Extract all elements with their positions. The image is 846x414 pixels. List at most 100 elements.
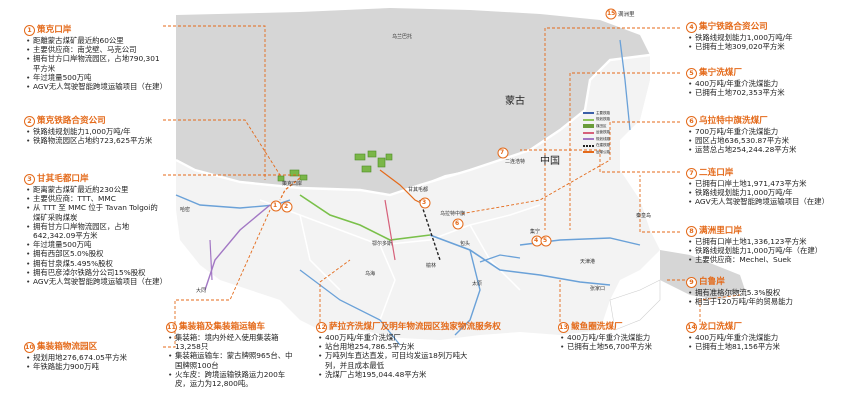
block-list: 距離蒙古煤矿最近約60公里 主要供应商：南戈壁、马克公司 拥有甘方口岸物流园区，… bbox=[24, 36, 167, 91]
block-list: 400万吨/年重介洗煤能力 已拥有土地702,353平方米 bbox=[686, 79, 836, 98]
block-number: 8 bbox=[686, 226, 697, 237]
list-item: 已拥有土地702,353平方米 bbox=[688, 88, 836, 97]
list-item: 已拥有土地56,700平方米 bbox=[560, 342, 658, 351]
legend-swatch bbox=[583, 151, 594, 154]
list-item: 年铁路能力900万吨 bbox=[26, 362, 164, 371]
list-item: 距离蒙古煤矿最近約230公里 bbox=[26, 185, 164, 194]
block-list: 距离蒙古煤矿最近約230公里 主要供应商：TTT、MMC 从 TTT 至 MMC… bbox=[24, 185, 167, 286]
list-item: 年过境量500万吨 bbox=[26, 73, 164, 82]
railway-blue bbox=[619, 39, 631, 131]
block-number: 2 bbox=[24, 116, 35, 127]
label-ceke: 策克口岸 bbox=[282, 181, 303, 187]
list-item: 400万吨/年重介洗煤能力 bbox=[688, 333, 826, 342]
marker-7 bbox=[497, 147, 509, 159]
list-item: 距離蒙古煤矿最近約60公里 bbox=[26, 36, 164, 45]
label-mongolia: 蒙古 bbox=[505, 96, 525, 107]
list-item: 火车皮：跨境运输铁路运力200车皮，运力为12,800吨。 bbox=[168, 370, 296, 388]
label-qinhuangdao: 秦皇岛 bbox=[636, 213, 652, 219]
marker-3 bbox=[419, 197, 431, 209]
legend-item: 主要铁路 bbox=[583, 110, 617, 117]
list-item: 集装箱运输车：蒙古牌照965台、中国牌照100台 bbox=[168, 351, 296, 369]
legend-item: 在建铁路 bbox=[583, 143, 617, 150]
legend-swatch bbox=[583, 124, 594, 129]
block-number: 1 bbox=[24, 25, 35, 36]
block-number: 13 bbox=[558, 322, 569, 333]
coast bbox=[609, 279, 661, 331]
block-number: 5 bbox=[686, 68, 697, 79]
list-item: 铁路线规划能力1,000万吨/年 bbox=[26, 127, 164, 136]
coal-field bbox=[289, 169, 300, 177]
list-item: 铁路线规划能力1,000万吨/年（在建） bbox=[688, 246, 836, 255]
railway-green bbox=[299, 194, 431, 241]
list-item: 400万吨/年重介洗煤能力 bbox=[688, 79, 836, 88]
railway-construction bbox=[419, 199, 441, 261]
coal-field bbox=[354, 153, 366, 161]
railway-purple bbox=[204, 204, 271, 291]
list-item: 主要供应商：南戈壁、马克公司 bbox=[26, 45, 164, 54]
legend-item: 规划铁路 bbox=[583, 117, 617, 124]
list-item: 铁路物流园区占地约723,625平方米 bbox=[26, 136, 164, 145]
block-list: 拥有准格尔物流5.3%股权 相当于120万吨/年的贸易能力 bbox=[686, 288, 836, 307]
block-number: 4 bbox=[686, 22, 697, 33]
marker-15 bbox=[605, 8, 617, 20]
label-baotou: 包头 bbox=[460, 241, 471, 247]
list-item: 400万吨/年重介洗煤厂 bbox=[318, 333, 475, 342]
list-item: 规划用地276,674.05平方米 bbox=[26, 353, 164, 362]
list-item: 洗煤厂占地195,044.48平方米 bbox=[318, 370, 475, 379]
marker-num-5: 5 bbox=[543, 237, 548, 244]
national-border bbox=[175, 53, 651, 197]
label-wulate: 乌拉特中旗 bbox=[440, 211, 466, 217]
legend-swatch bbox=[583, 144, 594, 147]
list-item: 园区占地636,530.87平方米 bbox=[688, 136, 836, 145]
block-list: 铁路线规划能力1,000万吨/年 已拥有土地309,020平方米 bbox=[686, 33, 836, 52]
block-list: 700万吨/年重介洗煤能力 园区占地636,530.87平方米 运营总占地254… bbox=[686, 127, 836, 155]
list-item: 拥有巴彦淖尔铁路分公司15%股权 bbox=[26, 268, 164, 277]
list-item: 400万吨/年重介洗煤能力 bbox=[560, 333, 658, 342]
block-number: 12 bbox=[316, 322, 327, 333]
list-item: 已拥有土地81,156平方米 bbox=[688, 342, 826, 351]
marker-num-7: 7 bbox=[500, 149, 505, 156]
legend: 主要铁路 规划铁路 煤田区 运营铁路 规划线路 在建铁路 运煤公路 bbox=[583, 110, 617, 156]
block-number: 3 bbox=[24, 174, 35, 185]
coal-field bbox=[367, 150, 377, 158]
label-taiyuan: 太原 bbox=[472, 281, 483, 287]
label-datong: 大同 bbox=[196, 288, 207, 294]
block-number: 11 bbox=[166, 322, 177, 333]
coal-fields bbox=[277, 150, 393, 182]
site-markers bbox=[270, 8, 617, 247]
block-number: 9 bbox=[686, 277, 697, 288]
block-list: 规划用地276,674.05平方米 年铁路能力900万吨 bbox=[24, 353, 164, 372]
list-item: 拥有甘方口岸物流园区，占地642,342.09平方米 bbox=[26, 222, 164, 240]
block-list: 铁路线规划能力1,000万吨/年 铁路物流园区占地约723,625平方米 bbox=[24, 127, 164, 146]
railway-blue bbox=[429, 234, 611, 286]
block-list: 400万吨/年重介洗煤能力 已拥有土地56,700平方米 bbox=[558, 333, 658, 352]
marker-num-2: 2 bbox=[284, 203, 289, 210]
list-item: 主要供应商：Mechel、Suek bbox=[688, 255, 836, 264]
list-item: 站台用地254,786.5平方米 bbox=[318, 342, 475, 351]
coal-field bbox=[361, 165, 372, 173]
railway-blue bbox=[454, 249, 481, 336]
block-list: 400万吨/年重介洗煤厂 站台用地254,786.5平方米 万吨列车直达直发，可… bbox=[316, 333, 475, 379]
railway-pink bbox=[384, 199, 396, 261]
label-yulin: 榆林 bbox=[426, 263, 437, 269]
marker-num-3: 3 bbox=[422, 199, 427, 206]
block-number: 14 bbox=[686, 322, 697, 333]
list-item: 从 TTT 至 MMC 位于 Tavan Tolgoi的煤矿采购煤炭 bbox=[26, 203, 164, 221]
marker-num-6: 6 bbox=[455, 220, 460, 227]
label-wuhai: 乌海 bbox=[365, 271, 376, 277]
legend-item: 运营铁路 bbox=[583, 130, 617, 137]
label-ulaanbaatar: 乌兰巴托 bbox=[392, 34, 413, 40]
